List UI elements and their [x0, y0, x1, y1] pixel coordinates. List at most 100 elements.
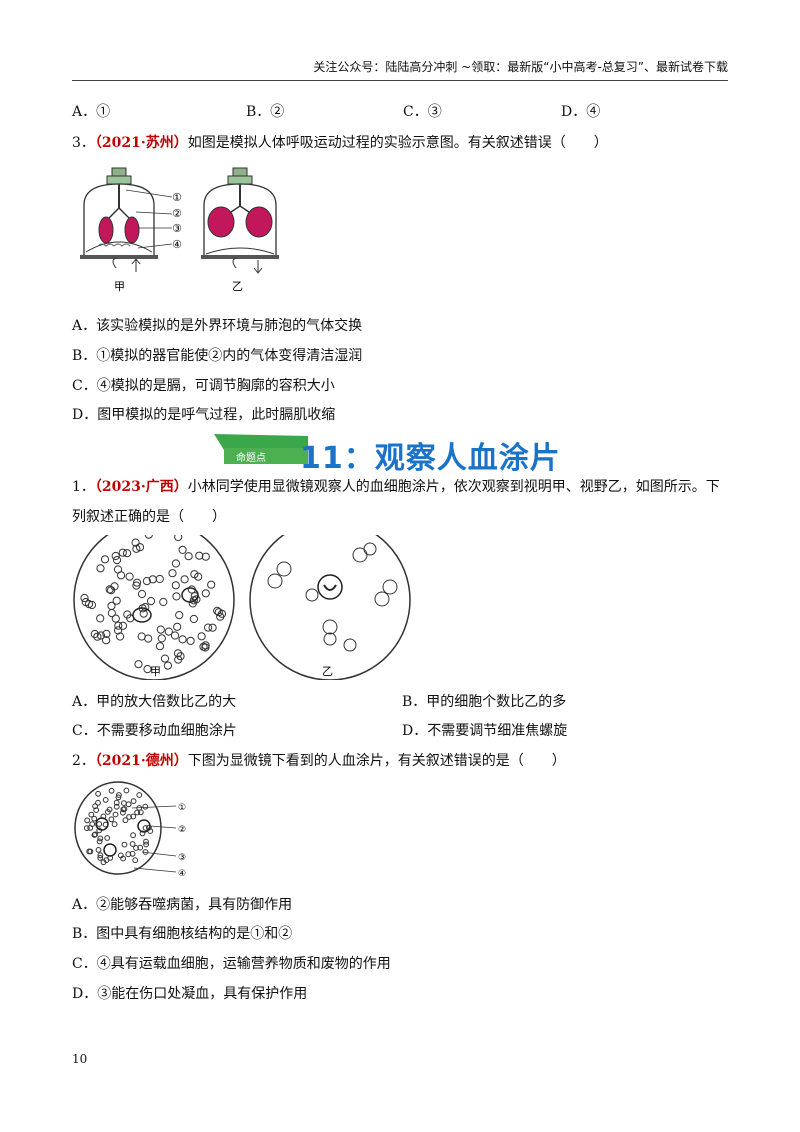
- breathing-model-figure: 甲 ① ② ③ ④ 乙: [80, 167, 279, 293]
- red-blood-cell: [133, 578, 142, 587]
- fig-marker-1: ①: [172, 191, 182, 204]
- red-blood-cell: [168, 569, 177, 578]
- red-blood-cell: [137, 589, 147, 599]
- red-blood-cell: [155, 574, 164, 584]
- red-blood-cell: [95, 790, 102, 797]
- blood-smear-figure: ① ② ③ ④: [74, 781, 186, 879]
- page-header: 关注公众号：陆陆高分冲刺 ~领取：最新版“小中高考-总复习”、最新试卷下载: [313, 60, 728, 74]
- q2-marker-3: ③: [178, 853, 186, 863]
- red-blood-cell: [96, 838, 103, 845]
- red-blood-cell: [100, 555, 110, 564]
- red-blood-cell: [148, 575, 157, 584]
- q1-stem-line2: 列叙述正确的是（ ）: [72, 509, 226, 525]
- red-blood-cell: [90, 629, 99, 639]
- q2-number: 2．: [72, 753, 95, 769]
- section-banner: 命题点: [214, 434, 308, 464]
- red-blood-cell: [121, 806, 128, 812]
- red-blood-cell: [123, 549, 132, 558]
- red-blood-cell: [133, 845, 139, 851]
- red-blood-cell: [112, 556, 122, 565]
- q2-marker-1: ①: [178, 803, 186, 813]
- red-blood-cell: [87, 825, 94, 831]
- red-blood-cell: [97, 852, 104, 859]
- red-blood-cell: [143, 841, 149, 848]
- red-blood-cell: [105, 809, 111, 815]
- red-blood-cell: [92, 803, 99, 810]
- red-blood-cell: [121, 800, 127, 807]
- prev-option-d: D．④: [561, 104, 601, 120]
- q3-text: 如图是模拟人体呼吸运动过程的实验示意图。有关叙述错误（ ）: [187, 135, 608, 151]
- prev-option-b: B．②: [246, 104, 285, 120]
- header-divider: [72, 80, 728, 81]
- red-blood-cell: [189, 596, 198, 605]
- red-blood-cell: [107, 609, 116, 618]
- red-blood-cell: [142, 803, 149, 810]
- red-blood-cell: [217, 609, 227, 618]
- red-blood-cell: [143, 838, 149, 845]
- red-blood-cell: [130, 813, 137, 820]
- red-blood-cell: [102, 797, 109, 803]
- fig-marker-2: ②: [172, 207, 182, 220]
- red-blood-cell: [159, 597, 168, 607]
- red-blood-cell: [83, 825, 90, 831]
- red-blood-cell: [139, 830, 146, 837]
- red-blood-cell: [201, 641, 210, 650]
- q2-text: 下图为显微镜下看到的人血涂片，有关叙述错误的是（ ）: [187, 753, 566, 769]
- red-blood-cell: [201, 589, 210, 598]
- red-blood-cell: [123, 610, 132, 619]
- red-blood-cell: [156, 625, 165, 634]
- red-blood-cell: [144, 634, 153, 643]
- red-blood-cell: [125, 851, 132, 858]
- red-blood-cell: [116, 632, 125, 641]
- prev-option-c: C．③: [403, 104, 442, 120]
- red-blood-cell: [208, 623, 217, 632]
- field-label-jia: 甲: [150, 665, 161, 678]
- red-blood-cell: [135, 543, 145, 552]
- red-blood-cell: [137, 844, 144, 851]
- red-blood-cell: [80, 593, 89, 603]
- q2-option-a: A．②能够吞噬病菌，具有防御作用: [72, 897, 293, 913]
- red-blood-cell: [117, 852, 124, 859]
- q3-number: 3．: [72, 135, 95, 151]
- red-blood-cell: [143, 665, 152, 674]
- red-blood-cell: [114, 621, 123, 630]
- red-blood-cell: [96, 821, 103, 827]
- red-blood-cell: [134, 809, 141, 816]
- red-blood-cell: [175, 611, 184, 620]
- red-blood-cell: [176, 652, 185, 661]
- red-blood-cell: [129, 841, 136, 847]
- red-blood-cell: [136, 792, 143, 798]
- q1-option-a: A．甲的放大倍数比乙的大: [72, 694, 237, 710]
- q1-text: 小林同学使用显微镜观察人的血细胞涂片，依次观察到视明甲、视野乙，如图所示。下: [187, 479, 720, 495]
- section-title: 11：观察人血涂片: [300, 441, 561, 476]
- red-blood-cell: [157, 634, 166, 643]
- red-blood-cell: [125, 572, 134, 581]
- red-blood-cell: [111, 614, 120, 623]
- red-blood-cell: [190, 570, 199, 579]
- red-blood-cell: [195, 551, 204, 560]
- red-blood-cell: [142, 577, 152, 586]
- red-blood-cell: [197, 632, 206, 641]
- red-blood-cell: [178, 545, 187, 554]
- red-blood-cell: [155, 642, 165, 651]
- red-blood-cell: [178, 635, 187, 644]
- red-blood-cell: [102, 629, 111, 639]
- red-blood-cell: [92, 831, 99, 838]
- q1-option-c: C．不需要移动血细胞涂片: [72, 723, 237, 739]
- red-blood-cell: [96, 631, 105, 640]
- red-blood-cell: [189, 614, 199, 624]
- red-blood-cell: [180, 575, 189, 584]
- field-jia: 甲: [73, 535, 235, 680]
- red-blood-cell: [184, 552, 193, 561]
- red-blood-cell: [120, 809, 126, 816]
- red-blood-cell: [107, 601, 116, 611]
- red-blood-cell: [132, 544, 141, 553]
- red-blood-cell: [130, 832, 136, 839]
- red-blood-cell: [171, 559, 181, 568]
- red-blood-cell: [113, 803, 120, 810]
- red-blood-cell: [115, 794, 122, 801]
- red-blood-cell: [118, 548, 127, 557]
- jar-jia: 甲: [80, 167, 158, 293]
- red-blood-cell: [173, 649, 183, 658]
- red-blood-cell: [142, 825, 149, 831]
